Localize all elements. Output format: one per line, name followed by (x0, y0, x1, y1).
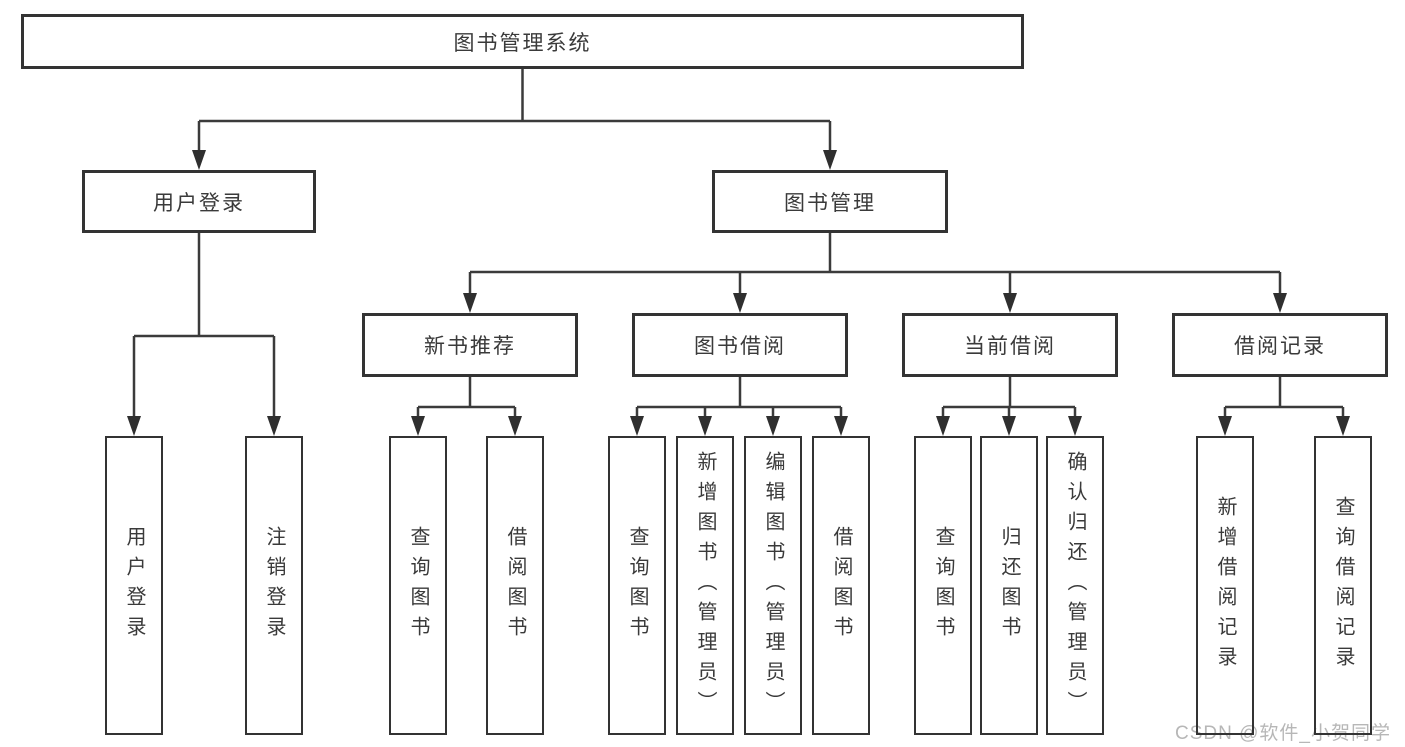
node-book-borrow: 图书借阅 (632, 313, 848, 377)
node-label: 图书管理 (784, 191, 876, 215)
leaf-label: 借阅图书 (504, 525, 526, 646)
leaf-label: 确认归还（管理员） (1064, 450, 1086, 721)
leaf-query-books: 查询图书 (914, 436, 972, 735)
node-label: 图书借阅 (694, 335, 786, 358)
leaf-edit-books-admin: 编辑图书（管理员） (744, 436, 802, 735)
leaf-borrow-books: 借阅图书 (812, 436, 870, 735)
leaf-query-books: 查询图书 (608, 436, 666, 735)
arrowhead-down-icon (1336, 416, 1350, 436)
leaf-label: 新增借阅记录 (1214, 495, 1236, 676)
leaf-label: 查询图书 (932, 525, 954, 646)
node-label: 借阅记录 (1234, 335, 1326, 358)
arrowhead-down-icon (1002, 416, 1016, 436)
arrowhead-down-icon (1003, 293, 1017, 313)
leaf-user-login: 用户登录 (105, 436, 163, 735)
leaf-label: 用户登录 (123, 525, 145, 646)
leaf-label: 查询图书 (407, 525, 429, 646)
connector-records-to-leaves (1223, 377, 1345, 418)
arrowhead-down-icon (267, 416, 281, 436)
leaf-query-books: 查询图书 (389, 436, 447, 735)
leaf-add-books-admin: 新增图书（管理员） (676, 436, 734, 735)
arrowhead-down-icon (733, 293, 747, 313)
leaf-label: 注销登录 (263, 525, 285, 646)
arrowhead-down-icon (411, 416, 425, 436)
arrowhead-down-icon (1068, 416, 1082, 436)
leaf-label: 新增图书（管理员） (694, 450, 716, 721)
node-user-login: 用户登录 (82, 170, 316, 233)
leaf-confirm-return-admin: 确认归还（管理员） (1046, 436, 1104, 735)
leaf-return-books: 归还图书 (980, 436, 1038, 735)
arrowhead-down-icon (766, 416, 780, 436)
leaf-logout: 注销登录 (245, 436, 303, 735)
connector-mgmt-to-level3 (468, 233, 1282, 295)
leaf-borrow-books: 借阅图书 (486, 436, 544, 735)
arrowhead-down-icon (698, 416, 712, 436)
arrowhead-down-icon (127, 416, 141, 436)
arrowhead-down-icon (1273, 293, 1287, 313)
arrowhead-down-icon (823, 150, 837, 170)
leaf-label: 查询图书 (626, 525, 648, 646)
node-new-book-recommend: 新书推荐 (362, 313, 578, 377)
leaf-query-borrow-record: 查询借阅记录 (1314, 436, 1372, 735)
arrowhead-down-icon (1218, 416, 1232, 436)
connector-bookborrow-to-leaves (635, 377, 843, 418)
node-current-borrow: 当前借阅 (902, 313, 1118, 377)
node-book-management: 图书管理 (712, 170, 948, 233)
node-borrow-records: 借阅记录 (1172, 313, 1388, 377)
arrowhead-down-icon (508, 416, 522, 436)
node-label: 图书管理系统 (453, 31, 592, 55)
node-label: 新书推荐 (424, 335, 516, 358)
leaf-label: 查询借阅记录 (1332, 495, 1354, 676)
connector-current-to-leaves (941, 377, 1077, 418)
leaf-add-borrow-record: 新增借阅记录 (1196, 436, 1254, 735)
arrowhead-down-icon (463, 293, 477, 313)
leaf-label: 借阅图书 (830, 525, 852, 646)
arrowhead-down-icon (192, 150, 206, 170)
connector-root-to-level2 (197, 68, 832, 152)
node-label: 当前借阅 (964, 335, 1056, 358)
leaf-label: 编辑图书（管理员） (762, 450, 784, 721)
node-label: 用户登录 (153, 191, 245, 215)
arrowhead-down-icon (936, 416, 950, 436)
arrowhead-down-icon (630, 416, 644, 436)
connector-userlogin-to-leaves (132, 233, 276, 418)
leaf-label: 归还图书 (998, 525, 1020, 646)
csdn-watermark: CSDN @软件_小贺同学 (1175, 723, 1391, 744)
node-root-library-system: 图书管理系统 (21, 14, 1024, 69)
arrowhead-down-icon (834, 416, 848, 436)
connector-newbook-to-leaves (416, 377, 517, 418)
